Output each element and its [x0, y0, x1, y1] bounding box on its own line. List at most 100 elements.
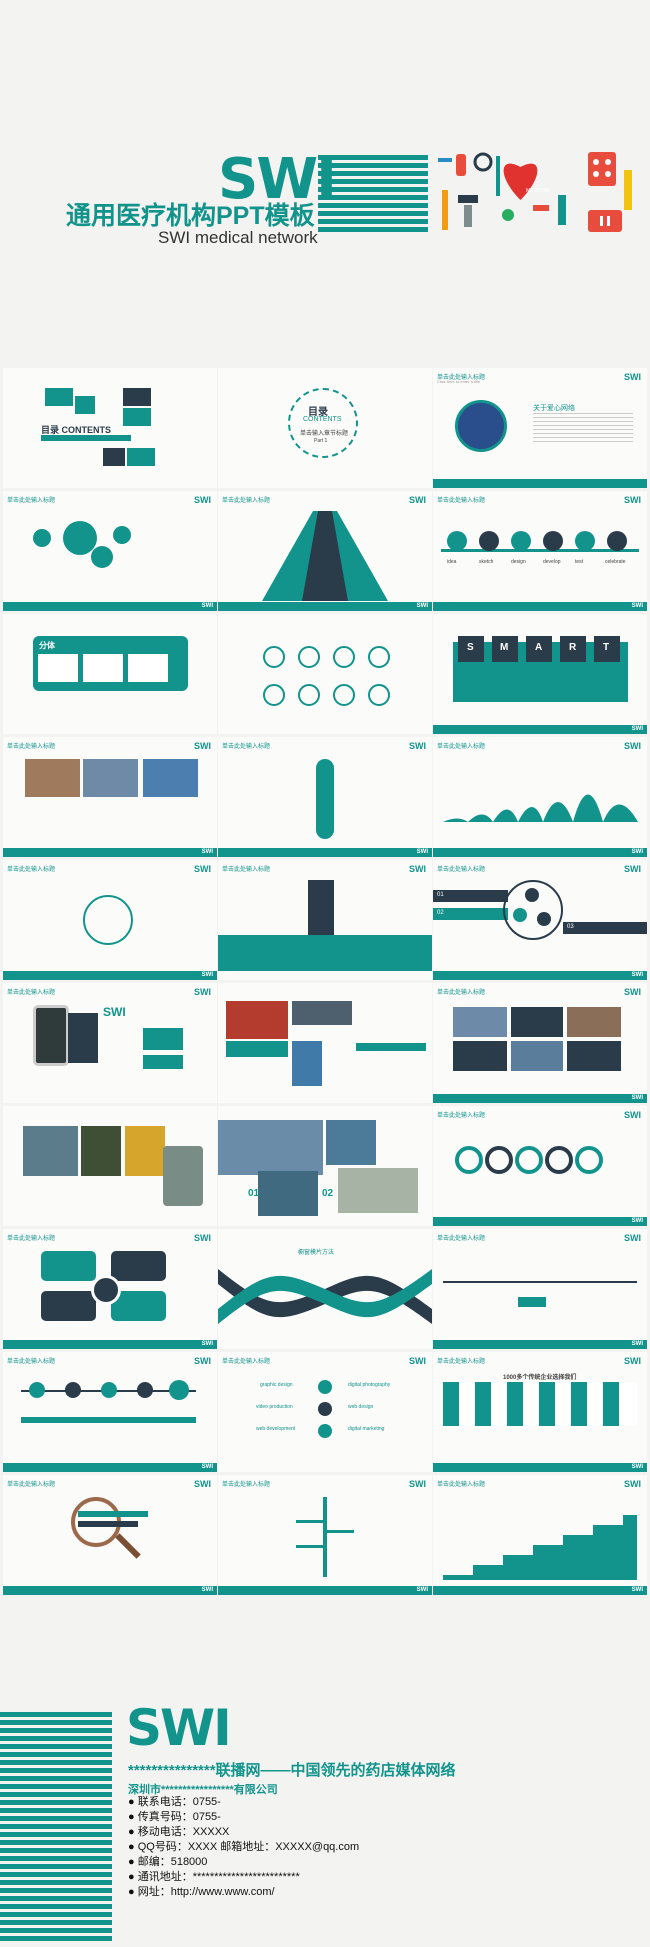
slide-header: 单击此处输入标题 [222, 1359, 271, 1365]
slide-brand: SWI [194, 1479, 211, 1489]
slide-quadrant[interactable]: 单击此处输入标题 SWI SWI [3, 1229, 217, 1349]
slide-swi-bubbles[interactable]: 单击此处输入标题 SWI SWI [3, 491, 217, 611]
wave-graphic [443, 794, 638, 822]
quad-tile [41, 1251, 96, 1281]
split-box [128, 654, 168, 682]
slide-footer: SWI [3, 971, 217, 980]
step-node [65, 1382, 81, 1398]
magnifier-bar [78, 1521, 138, 1527]
slide-numbered[interactable]: 单击此处输入标题 SWI 01 02 03 SWI [433, 860, 647, 980]
slide-header: 单击此处输入标题 [7, 744, 56, 750]
slide-footer: SWI [433, 1094, 647, 1103]
toc-circle [288, 388, 358, 458]
slide-footer: SWI [433, 1340, 647, 1349]
slide-chain[interactable]: 单击此处输入标题 SWI SWI [433, 1106, 647, 1226]
slide-footer: SWI [3, 1463, 217, 1472]
slide-steps[interactable]: 单击此处输入标题 SWI SWI [3, 1352, 217, 1472]
slide-process-icons[interactable]: 单击此处输入标题 SWI idea sketch design develop … [433, 491, 647, 611]
hand-phone [163, 1146, 203, 1206]
photo [511, 1041, 563, 1071]
slide-brand: SWI [409, 741, 426, 751]
toc2-part: Part 1 [314, 438, 328, 444]
tree-branch [296, 1520, 324, 1523]
slide-photos[interactable]: 单击此处输入标题 SWI SWI [3, 737, 217, 857]
slide-door[interactable]: 单击此处输入标题 SWI [218, 860, 432, 980]
slide-toc[interactable]: 目录 CONTENTS [3, 368, 217, 488]
toc-tile [123, 408, 151, 426]
slide-footer: SWI [433, 1586, 647, 1595]
service-label: web design [348, 1404, 374, 1410]
phone-tile [143, 1055, 183, 1069]
slide-toc-circle[interactable]: 目录 CONTENTS 单击输入章节标题 Part 1 [218, 368, 432, 488]
service-icon [318, 1424, 332, 1438]
brands-title: 1000多个传统企业选择我们 [503, 1375, 577, 1381]
split-box [38, 654, 78, 682]
stairs-graphic [443, 1515, 637, 1580]
process-label: celebrate [605, 559, 626, 565]
toc-tile [75, 396, 95, 414]
photo [83, 759, 138, 797]
hex-node [298, 646, 320, 668]
slide-brands[interactable]: 单击此处输入标题 SWI 1000多个传统企业选择我们 SWI [433, 1352, 647, 1472]
slide-header: 单击此处输入标题 [7, 498, 56, 504]
slide-footer: SWI [218, 602, 432, 611]
slide-brand: SWI [409, 1356, 426, 1366]
photo-caption [356, 1043, 426, 1051]
slide-footer: SWI [218, 1586, 432, 1595]
contact-item: 网址：http://www.www.com/ [128, 1885, 359, 1900]
photo [258, 1171, 318, 1216]
service-label: web development [256, 1426, 296, 1432]
slide-timeline[interactable]: 单击此处输入标题 SWI SWI [433, 1229, 647, 1349]
footer-slogan: ***************联播网——中国领先的药店媒体网络 [128, 1762, 456, 1779]
slide-split[interactable]: 分体 [3, 614, 217, 734]
slide-tree[interactable]: 单击此处输入标题 SWI SWI [218, 1475, 432, 1595]
slide-stairs[interactable]: 单击此处输入标题 SWI SWI [433, 1475, 647, 1595]
slide-gallery[interactable]: 单击此处输入标题 SWI SWI [433, 983, 647, 1103]
slide-photo-collage[interactable] [218, 983, 432, 1103]
photo [453, 1007, 507, 1037]
num-node [537, 912, 551, 926]
gallery-tile [511, 1007, 563, 1037]
toc2-en: CONTENTS [303, 416, 342, 423]
slide-store-photos[interactable] [3, 1106, 217, 1226]
photo [338, 1168, 418, 1213]
develop-icon [543, 531, 563, 551]
hex-node [333, 646, 355, 668]
slide-smart[interactable]: S M A R T SWI [433, 614, 647, 734]
slide-stores[interactable]: 01 02 [218, 1106, 432, 1226]
slide-twist[interactable]: 橱窗模片方法 [218, 1229, 432, 1349]
chain-link [455, 1146, 483, 1174]
num-bar [433, 890, 508, 902]
process-label: test [575, 559, 584, 565]
contact-item: QQ号码：XXXX 邮箱地址：XXXXX@qq.com [128, 1840, 359, 1855]
slide-services[interactable]: 单击此处输入标题 SWI graphic design digital phot… [218, 1352, 432, 1472]
slide-brand: SWI [409, 864, 426, 874]
step-node [101, 1382, 117, 1398]
door-band [218, 935, 432, 971]
slide-brand: SWI [624, 741, 641, 751]
service-icon [318, 1380, 332, 1394]
toc-tile [103, 448, 125, 466]
slide-radial[interactable]: 单击此处输入标题 SWI SWI [3, 860, 217, 980]
footer-logo: SWI [126, 1699, 232, 1757]
slide-wave-chart[interactable]: 单击此处输入标题 SWI SWI [433, 737, 647, 857]
gallery-tile [453, 1041, 507, 1071]
slide-header: 单击此处输入标题 [437, 375, 486, 381]
hero-title: 通用医疗机构PPT模板 [66, 202, 315, 230]
slide-footer: SWI [433, 602, 647, 611]
slide-about[interactable]: 单击此处输入标题 Click here to enter a title SWI… [433, 368, 647, 488]
slide-header: 单击此处输入标题 [437, 1359, 486, 1365]
slide-magnifier[interactable]: 单击此处输入标题 SWI SWI [3, 1475, 217, 1595]
slide-header: 单击此处输入标题 [7, 990, 56, 996]
slide-hexagons[interactable] [218, 614, 432, 734]
slide-phone[interactable]: 单击此处输入标题 SWI SWI [3, 983, 217, 1103]
slide-road[interactable]: 单击此处输入标题 SWI SWI [218, 491, 432, 611]
contact-list: 联系电话：0755- 传真号码：0755- 移动电话：XXXXX QQ号码：XX… [128, 1795, 359, 1900]
slide-footer: SWI [218, 848, 432, 857]
phone-tile [143, 1028, 183, 1050]
about-photo [455, 400, 507, 452]
quad-center [91, 1275, 121, 1305]
slide-list-center[interactable]: 单击此处输入标题 SWI SWI [218, 737, 432, 857]
slide-footer: SWI [3, 1340, 217, 1349]
slide-footer: SWI [433, 848, 647, 857]
